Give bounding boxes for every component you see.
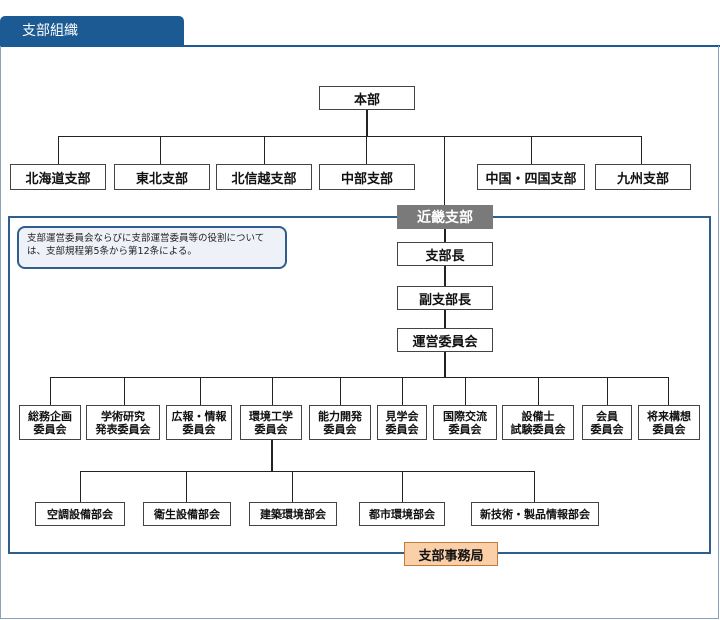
committee-drop-4 [272,377,273,405]
committee-drop-2 [124,377,125,405]
sub-drop-5 [534,471,535,502]
committee-drop-1 [50,377,51,405]
steering-committee-box: 運営委員会 [397,328,493,352]
branch-drop-5 [531,136,532,164]
kinki-drop [444,136,445,206]
branch-drop-1 [58,136,59,164]
sub-drop-2 [186,471,187,502]
branch-tohoku: 東北支部 [114,164,210,190]
committee-drop-5 [340,377,341,405]
committee-capacity: 能力開発 委員会 [309,405,371,440]
committee-drop-3 [200,377,201,405]
committee-pr-info: 広報・情報 委員会 [166,405,232,440]
committee-drop-7 [465,377,466,405]
committee-future: 将来構想 委員会 [638,405,700,440]
committee-academic: 学術研究 発表委員会 [86,405,160,440]
committee-drop-9 [607,377,608,405]
committee-drop-10 [668,377,669,405]
kinki-frame [8,216,711,554]
sub-drop-1 [80,471,81,502]
tab-branch-organization[interactable]: 支部組織 [0,16,184,46]
sub-new-tech: 新技術・製品情報部会 [471,502,599,526]
branch-chief-box: 支部長 [397,242,493,266]
committee-exam: 設備士 試験委員会 [502,405,574,440]
sub-hvac: 空調設備部会 [35,502,125,526]
tab-underline [0,45,720,47]
branch-kyushu: 九州支部 [595,164,691,190]
committee-tour: 見学会 委員会 [377,405,427,440]
committee-drop-8 [538,377,539,405]
sub-urban-env: 都市環境部会 [359,502,445,526]
branch-office-box: 支部事務局 [404,542,498,566]
committee-international: 国際交流 委員会 [433,405,497,440]
subcommittee-horizontal-line [80,471,535,472]
committee-drop-6 [402,377,403,405]
branch-drop-4 [366,136,367,164]
branch-drop-6 [641,136,642,164]
sub-drop-4 [402,471,403,502]
sub-drop-3 [292,471,293,502]
committee-horizontal-line [50,377,668,378]
vice-branch-chief-box: 副支部長 [397,286,493,310]
committee-members: 会員 委員会 [582,405,632,440]
committee-environment: 環境工学 委員会 [240,405,302,440]
sub-sanitary: 衛生設備部会 [143,502,231,526]
kinki-note: 支部運営委員会ならびに支部運営委員等の役割については、支部規程第5条から第12条… [17,226,287,269]
committee-general-planning: 総務企画 委員会 [19,405,81,440]
branch-hokkaido: 北海道支部 [10,164,106,190]
headquarters-box: 本部 [319,86,415,110]
branch-horizontal-line [58,136,642,137]
branch-hokushinetsu: 北信越支部 [216,164,312,190]
sub-building-env: 建築環境部会 [249,502,337,526]
content-frame [0,46,719,619]
branch-chubu: 中部支部 [319,164,415,190]
branch-drop-2 [160,136,161,164]
kinki-branch-label: 近畿支部 [397,205,493,229]
env-vertical-line [271,440,273,471]
branch-chugoku-shikoku: 中国・四国支部 [477,164,585,190]
hq-vertical-line [366,110,368,137]
branch-drop-3 [264,136,265,164]
